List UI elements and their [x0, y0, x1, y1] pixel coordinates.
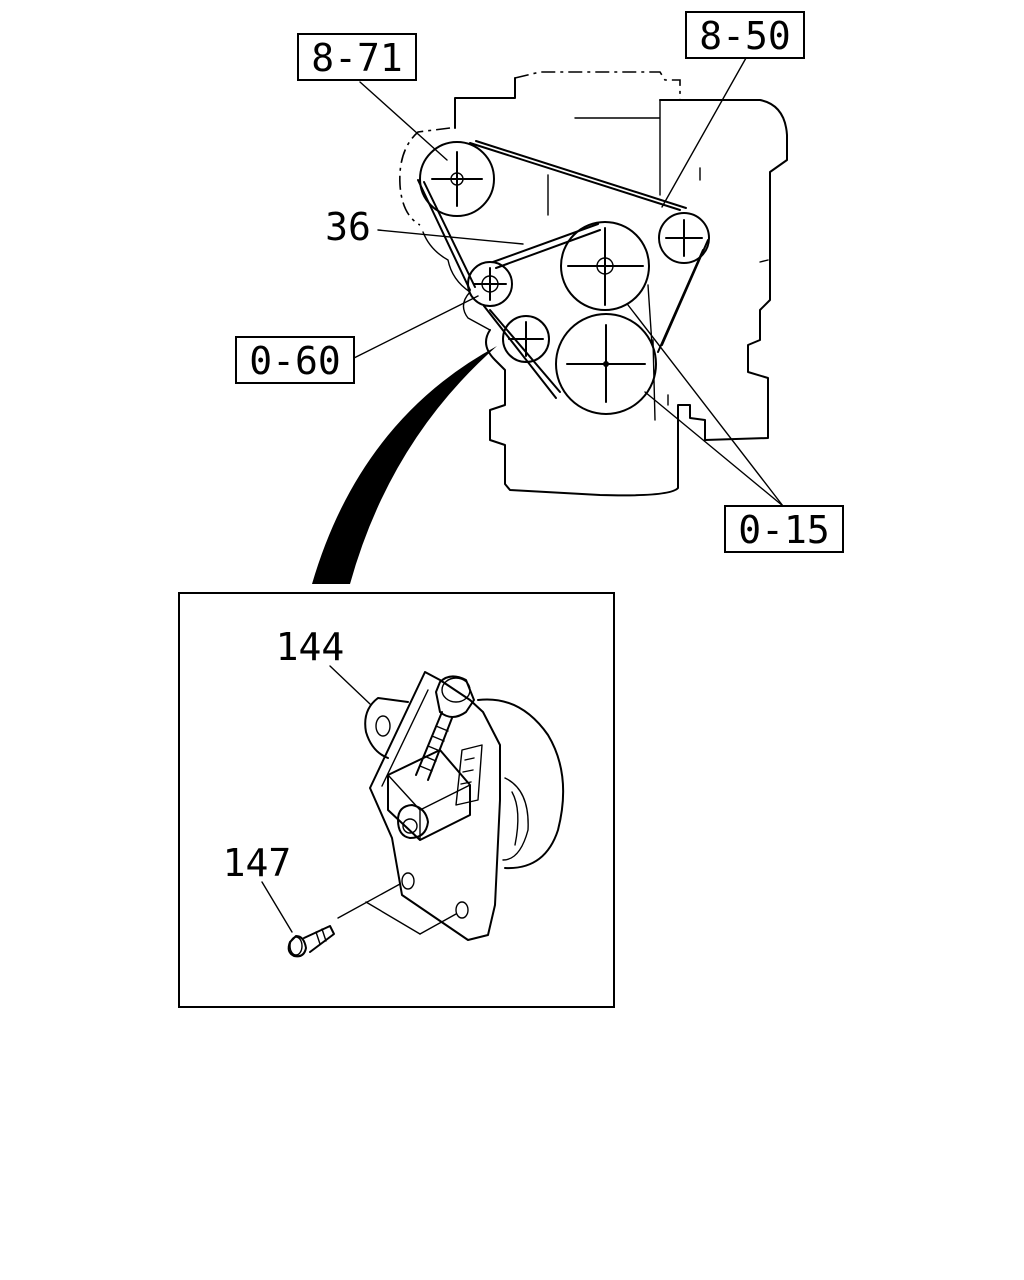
leader-147 — [261, 881, 293, 933]
callout-8-71[interactable]: 8-71 — [297, 33, 417, 81]
part-number-belt: 36 — [325, 205, 371, 249]
callout-8-50-label: 8-50 — [699, 14, 791, 58]
pulley-idler-small — [502, 315, 550, 363]
mounting-bolt — [287, 883, 457, 958]
callout-8-50[interactable]: 8-50 — [685, 11, 805, 59]
callout-0-15-label: 0-15 — [738, 508, 830, 552]
detail-pointer — [312, 346, 497, 584]
callout-0-60-label: 0-60 — [249, 339, 341, 383]
callout-0-15[interactable]: 0-15 — [724, 505, 844, 553]
callout-leaders — [353, 57, 784, 507]
tensioner-assembly — [364, 671, 565, 941]
pulley-8-71 — [419, 141, 495, 217]
pulley-tensioner-0-60 — [467, 261, 513, 307]
callout-8-71-label: 8-71 — [311, 36, 403, 80]
part-number-tensioner: 144 — [276, 625, 345, 669]
engine-outline — [399, 71, 788, 497]
detail-frame — [178, 592, 615, 1008]
part-number-bolt: 147 — [223, 841, 292, 885]
callout-0-60[interactable]: 0-60 — [235, 336, 355, 384]
pulley-8-50 — [658, 212, 710, 264]
pulley-upper-large — [560, 221, 650, 311]
leader-144 — [329, 665, 371, 705]
pulley-crank — [555, 313, 657, 415]
